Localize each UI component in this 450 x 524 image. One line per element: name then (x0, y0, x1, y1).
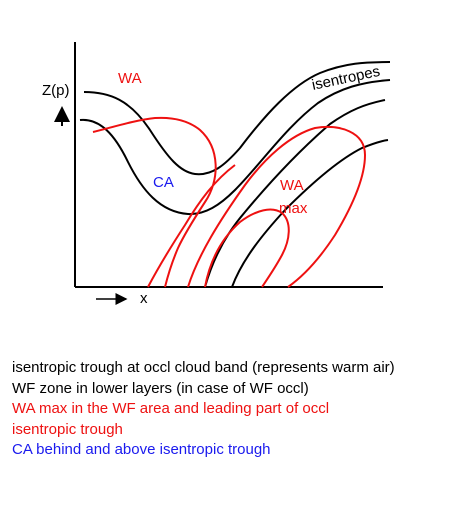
wa-label-lower: WA (280, 177, 304, 194)
legend-item-wa-max-continued: isentropic trough (12, 420, 123, 438)
wa-contour-inner (204, 208, 290, 288)
isentrope-wf-lower (231, 139, 389, 288)
wa-contour-outer (92, 116, 236, 288)
isentrope-lower (79, 79, 391, 216)
legend-item-wf-zone: WF zone in lower layers (in case of WF o… (12, 379, 309, 397)
max-label: max (279, 200, 308, 217)
legend-item-ca: CA behind and above isentropic trough (12, 441, 271, 458)
x-axis-label: x (140, 290, 148, 307)
legend-item-isentropic-trough: isentropic trough at occl cloud band (re… (12, 359, 395, 376)
wa-label-upper: WA (118, 70, 142, 87)
legend: isentropic trough at occl cloud band (re… (12, 358, 442, 461)
isentropic-trough-diagram: Z(p) x WA CA WA max isentropes (42, 42, 391, 307)
legend-item-wa-max: WA max in the WF area and leading part o… (12, 400, 330, 417)
isentrope-wf-upper (204, 99, 386, 288)
ca-label: CA (153, 174, 174, 191)
wa-contour-max (187, 126, 367, 288)
isentrope-upper (83, 61, 391, 176)
y-axis-label: Z(p) (42, 82, 70, 99)
